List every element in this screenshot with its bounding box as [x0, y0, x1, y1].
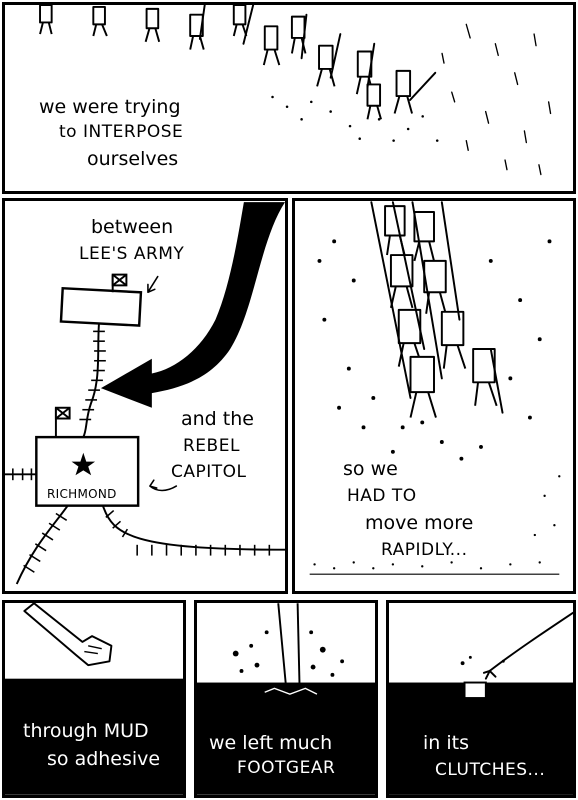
- caption-line: through MUD: [23, 720, 149, 742]
- caption-line: CAPITOL: [171, 462, 247, 482]
- boot-in-mud-illustration: [5, 603, 183, 795]
- pointer-arrow-icon: [147, 275, 159, 294]
- panel-clutches: in its CLUTCHES...: [386, 600, 576, 798]
- stuck-boot-illustration: [389, 611, 573, 795]
- army-movement-arrow: [100, 202, 285, 408]
- caption-line: REBEL: [183, 436, 240, 456]
- panel-map: between LEE'S ARMY and the REBEL CAPITOL…: [2, 198, 288, 594]
- caption-line: between: [91, 216, 174, 238]
- caption-line: RAPIDLY...: [381, 540, 468, 560]
- panel-interpose: we were trying to INTERPOSE ourselves: [2, 2, 576, 194]
- map-illustration: [5, 202, 285, 585]
- caption-line: so we: [343, 458, 398, 480]
- caption-line: we were trying: [39, 96, 181, 118]
- caption-line: in its: [423, 732, 469, 754]
- panel-left-footgear: we left much FOOTGEAR: [194, 600, 378, 798]
- army-flag-icon: [111, 273, 128, 293]
- richmond-label: RICHMOND: [47, 487, 117, 501]
- panel-rapidly: so we HAD TO move more RAPIDLY...: [292, 198, 576, 594]
- caption-line: CLUTCHES...: [435, 760, 546, 780]
- capital-star-icon: [71, 452, 96, 476]
- caption-line: ourselves: [87, 148, 179, 170]
- caption-line: FOOTGEAR: [237, 758, 336, 778]
- caption-line: move more: [365, 512, 474, 534]
- lees-army-box: [59, 286, 143, 327]
- caption-line: HAD TO: [347, 486, 417, 506]
- caption-line: and the: [181, 408, 254, 430]
- caption-line: so adhesive: [47, 748, 161, 770]
- caption-line: we left much: [209, 732, 333, 754]
- caption-line: to INTERPOSE: [59, 122, 184, 142]
- marching-soldiers-illustration: [39, 5, 552, 176]
- panel-mud-adhesive: through MUD so adhesive: [2, 600, 186, 798]
- column-of-soldiers-illustration: [309, 201, 561, 575]
- capitol-flag-icon: [54, 406, 71, 438]
- mud-splash-illustration: [197, 603, 375, 795]
- pointer-arrow-icon: [149, 479, 178, 492]
- caption-line: LEE'S ARMY: [79, 244, 185, 264]
